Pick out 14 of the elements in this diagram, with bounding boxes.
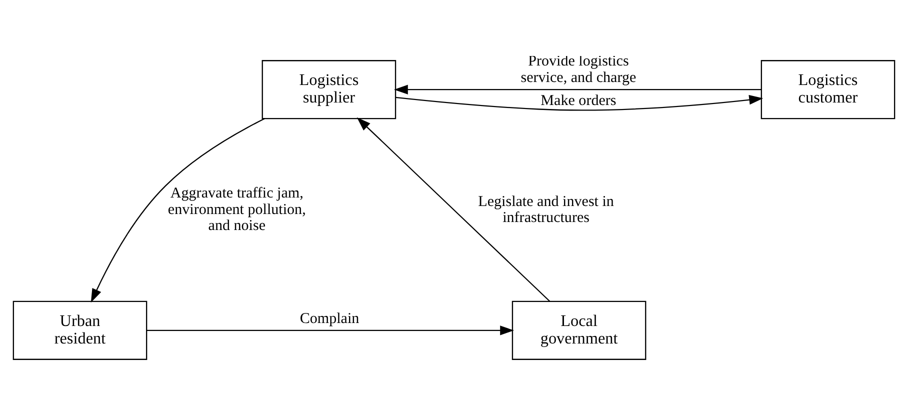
edge-label: Legislate and invest in infrastructures bbox=[478, 193, 614, 226]
node-box: Logistics customer bbox=[760, 60, 896, 119]
arrow bbox=[396, 94, 764, 110]
edge-label: Aggravate traffic jam, environment pollution, and noise bbox=[168, 185, 306, 234]
node-box: Urban resident bbox=[12, 300, 148, 360]
arrow bbox=[90, 118, 265, 302]
edge-label: Make orders bbox=[540, 92, 616, 109]
arrow bbox=[394, 84, 762, 94]
edge-label: Complain bbox=[300, 310, 360, 326]
arrow bbox=[356, 116, 550, 302]
node-box: Logistics supplier bbox=[262, 60, 396, 119]
edge-label: Provide logistics service, and charge bbox=[520, 53, 636, 86]
arrow bbox=[146, 325, 514, 335]
node-box: Local government bbox=[512, 300, 646, 360]
